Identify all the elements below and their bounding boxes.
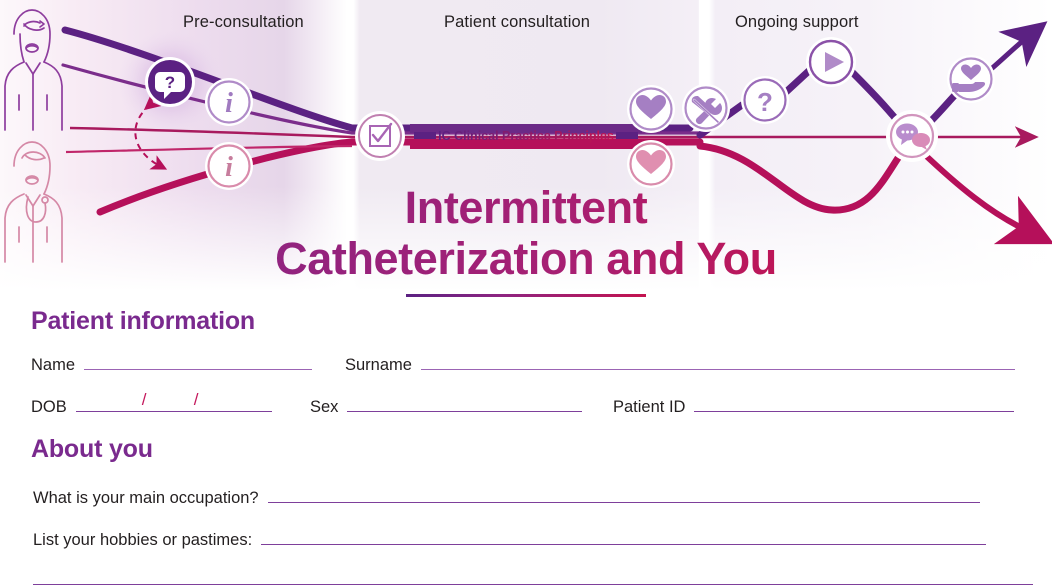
field-input-hobbies-line-2[interactable] [33,568,1033,585]
path-principles-line [69,126,912,139]
section-heading-about-you: About you [31,435,153,463]
dob-separator-2: / [193,390,199,409]
svg-text:i: i [225,88,233,119]
svg-text:?: ? [165,73,175,92]
field-input-patient-id[interactable] [694,395,1015,412]
field-name[interactable]: Name [31,353,313,375]
field-input-occupation[interactable] [267,486,980,503]
pathway-label-text: IC Clinical Practice Principles [438,129,614,143]
question-speech-bubble-icon[interactable]: ? [145,57,195,107]
chat-bubbles-icon[interactable] [886,110,938,162]
pathway-label-band: IC Clinical Practice Principles [410,124,642,149]
field-label-surname: Surname [345,356,412,374]
page-title-line-2: Catheterization and You [0,233,1052,284]
field-label-dob: DOB [31,398,67,416]
path-exit-purple [987,21,1048,73]
journey-banner: Pre-consultation Patient consultation On… [0,0,1052,300]
path-play-to-chat [848,68,904,128]
title-divider [406,294,646,297]
path-chat-to-handheart [926,90,960,126]
play-video-icon[interactable] [806,37,856,87]
page-title: Intermittent Catheterization and You [0,182,1052,297]
phase-label-pre-consultation: Pre-consultation [183,13,304,31]
information-icon-patient[interactable]: i [205,78,253,126]
phase-label-patient-consultation: Patient consultation [444,13,591,31]
field-surname[interactable]: Surname [345,353,1015,375]
field-input-surname[interactable] [420,353,1015,370]
information-icon-clinician[interactable]: i [205,142,253,190]
field-input-name[interactable] [84,353,313,370]
tools-icon[interactable] [682,84,730,132]
field-label-hobbies: List your hobbies or pastimes: [33,531,253,549]
path-clinician-dip [696,142,906,214]
field-input-sex[interactable] [347,395,583,412]
field-occupation[interactable]: What is your main occupation? [33,486,980,508]
path-question-to-play [782,64,816,96]
checklist-icon[interactable] [355,111,405,161]
form-area: Patient information Name Surname DOB / /… [0,300,1052,588]
field-hobbies-continued[interactable] [33,568,1033,585]
section-divider-2 [699,0,705,300]
field-hobbies[interactable]: List your hobbies or pastimes: [33,528,987,550]
field-dob[interactable]: DOB / / [31,390,272,417]
patient-avatar [4,9,63,131]
field-input-hobbies[interactable] [261,528,987,545]
journey-diagram: IC Clinical Practice Principles ? i i [4,0,1052,300]
svg-text:i: i [225,152,233,183]
field-label-occupation: What is your main occupation? [33,489,259,507]
field-patient-id[interactable]: Patient ID [613,395,1015,417]
field-label-name: Name [31,356,76,374]
field-label-sex: Sex [310,398,339,416]
field-sex[interactable]: Sex [310,395,583,417]
section-heading-patient-information: Patient information [31,307,255,335]
phase-label-ongoing-support: Ongoing support [735,13,859,31]
field-input-dob[interactable]: / / [75,390,272,412]
question-mark-icon[interactable]: ? [741,76,789,124]
section-divider-1 [346,0,352,300]
field-label-patient-id: Patient ID [613,398,686,416]
dob-separator-1: / [141,390,147,409]
path-exit-crimson [919,149,1052,245]
heart-icon-purple[interactable] [627,85,675,133]
svg-text:?: ? [757,87,773,117]
clinician-avatar [4,141,63,263]
hand-holding-heart-icon[interactable] [947,55,995,103]
heart-icon-pink[interactable] [627,140,675,188]
page-title-line-1: Intermittent [0,182,1052,233]
feedback-arrow-dashed [134,93,168,170]
